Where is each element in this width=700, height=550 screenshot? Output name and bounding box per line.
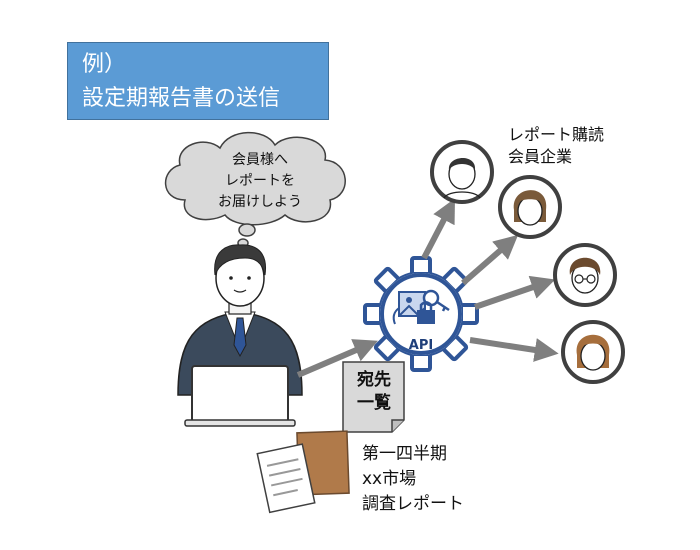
member-avatar-3 bbox=[553, 243, 617, 307]
bubble-line-1: 会員様へ bbox=[232, 152, 288, 168]
members-label-line-2: 会員企業 bbox=[508, 147, 573, 166]
report-label: 第一四半期 xx市場 調査レポート bbox=[362, 442, 464, 517]
thought-bubble bbox=[164, 131, 346, 248]
members-label-line-1: レポート購読 bbox=[508, 125, 605, 144]
arrow-to-member-4 bbox=[469, 337, 559, 362]
member-avatar-4 bbox=[561, 320, 625, 384]
arrow-to-member-3 bbox=[474, 275, 556, 310]
title-box: 例） 設定期報告書の送信 bbox=[67, 42, 329, 120]
api-gear-icon bbox=[363, 256, 479, 372]
arrow-to-member-2 bbox=[461, 234, 519, 286]
api-label: API bbox=[408, 338, 434, 353]
address-list-label: 宛先 一覧 bbox=[352, 369, 396, 415]
report-label-line-1: 第一四半期 bbox=[362, 444, 447, 464]
bubble-line-2: レポートを bbox=[225, 173, 295, 189]
member-avatar-2 bbox=[498, 175, 562, 239]
report-label-line-2: xx市場 bbox=[362, 469, 417, 489]
member-avatar-1 bbox=[430, 140, 494, 204]
address-list-document-icon bbox=[342, 361, 405, 433]
report-label-line-3: 調査レポート bbox=[362, 494, 464, 514]
bubble-line-3: お届けしよう bbox=[218, 194, 302, 210]
arrow-to-api bbox=[296, 339, 378, 378]
distribution-arrows bbox=[421, 198, 559, 362]
report-documents-icon bbox=[256, 430, 350, 514]
title-line-1: 例） bbox=[82, 52, 127, 77]
address-list-line-1: 宛先 bbox=[357, 370, 391, 390]
businessman-icon bbox=[177, 244, 303, 427]
title-line-2: 設定期報告書の送信 bbox=[82, 86, 281, 111]
thought-bubble-text: 会員様へ レポートを お届けしよう bbox=[175, 150, 345, 213]
members-label: レポート購読 会員企業 bbox=[508, 124, 604, 168]
arrow-to-member-1 bbox=[421, 198, 455, 260]
address-list-line-2: 一覧 bbox=[357, 393, 391, 413]
